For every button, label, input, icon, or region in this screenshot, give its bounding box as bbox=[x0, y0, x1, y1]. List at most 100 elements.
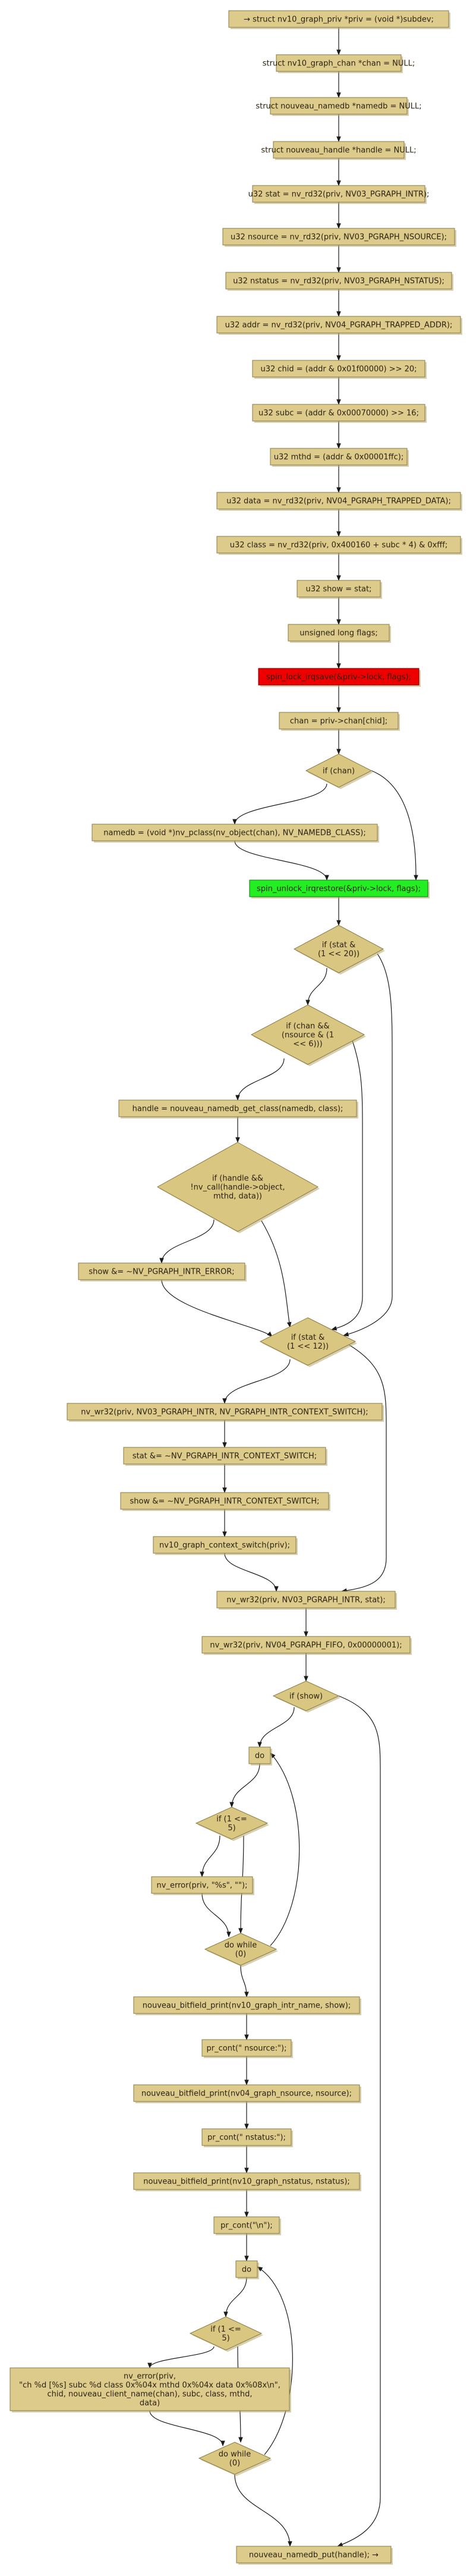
n16-label: spin_lock_irqsave(&priv->lock, flags); bbox=[266, 673, 411, 682]
statement-n18: namedb = (void *)nv_pclass(nv_object(cha… bbox=[92, 824, 379, 843]
n13-box bbox=[216, 536, 461, 554]
n34-label: nouveau_bitfield_print(nv10_graph_nstatu… bbox=[143, 2178, 350, 2187]
statement-n3: struct nouveau_namedb *namedb = NULL; bbox=[256, 97, 422, 116]
n35-box bbox=[213, 2216, 280, 2234]
n5-box bbox=[252, 185, 425, 203]
n15-box bbox=[288, 624, 390, 642]
edge-n25-n26 bbox=[224, 1553, 279, 1592]
edge-d7-n29 bbox=[200, 1835, 220, 1877]
decision-d4: if (handle &&!nv_call(handle->object,mth… bbox=[156, 1142, 320, 1233]
edge-d6-n28 bbox=[257, 1707, 295, 1748]
statement-n15: unsigned long flags; bbox=[288, 624, 391, 643]
edge-d4-n21 bbox=[159, 1219, 215, 1264]
statement-n28: do bbox=[248, 1746, 272, 1765]
n36-label: do bbox=[242, 2266, 251, 2275]
d9-diamond bbox=[189, 2316, 263, 2351]
edge-n28-d7 bbox=[229, 1763, 260, 1808]
statement-n37: nv_error(priv,"ch %d [%s] subc %d class … bbox=[10, 2367, 291, 2412]
d7-diamond bbox=[195, 1807, 269, 1840]
n31-box bbox=[201, 2039, 292, 2057]
n33-box bbox=[201, 2128, 292, 2146]
statement-n34: nouveau_bitfield_print(nv10_graph_nstatu… bbox=[133, 2172, 361, 2191]
d1-label: if (chan) bbox=[323, 767, 355, 776]
n6-box bbox=[222, 228, 455, 246]
n28-label: do bbox=[255, 1752, 264, 1761]
statement-n7: u32 nstatus = nv_rd32(priv, NV03_PGRAPH_… bbox=[225, 272, 453, 291]
d2-label: if (stat &(1 << 20)) bbox=[318, 941, 360, 959]
statement-n13: u32 class = nv_rd32(priv, 0x400160 + sub… bbox=[216, 536, 462, 555]
n18-label: namedb = (void *)nv_pclass(nv_object(cha… bbox=[103, 829, 365, 838]
edge-d3-n20 bbox=[235, 1058, 285, 1101]
statement-n5: u32 stat = nv_rd32(priv, NV03_PGRAPH_INT… bbox=[248, 185, 430, 204]
edge-d10-n38 bbox=[234, 2474, 292, 2547]
n17-box bbox=[279, 712, 399, 730]
n37-label: nv_error(priv,"ch %d [%s] subc %d class … bbox=[19, 2372, 280, 2408]
edge-d8-n28 bbox=[270, 1752, 300, 1946]
n18-box bbox=[92, 824, 378, 841]
n33-label: pr_cont(" nstatus:"); bbox=[207, 2134, 286, 2143]
n27-label: nv_wr32(priv, NV04_PGRAPH_FIFO, 0x000000… bbox=[210, 1641, 402, 1650]
statement-n11: u32 mthd = (addr & 0x00001ffc); bbox=[270, 448, 409, 467]
n10-label: u32 subc = (addr & 0x00070000) >> 16; bbox=[258, 409, 419, 418]
n4-label: struct nouveau_handle *handle = NULL; bbox=[261, 146, 416, 155]
statement-n2: struct nv10_graph_chan *chan = NULL; bbox=[263, 54, 415, 73]
edge-d4-d5 bbox=[261, 1220, 292, 1328]
n27-box bbox=[201, 1636, 411, 1654]
decision-d9: if (1 <=5) bbox=[189, 2316, 263, 2352]
n2-label: struct nv10_graph_chan *chan = NULL; bbox=[263, 59, 415, 68]
n15-label: unsigned long flags; bbox=[299, 629, 378, 638]
decision-d10: do while(0) bbox=[198, 2442, 272, 2476]
statement-n26: nv_wr32(priv, NV03_PGRAPH_INTR, stat); bbox=[216, 1591, 397, 1610]
statement-n32: nouveau_bitfield_print(nv04_graph_nsourc… bbox=[133, 2084, 361, 2103]
edge-n21-d5 bbox=[161, 1279, 273, 1337]
statement-n36: do bbox=[235, 2260, 259, 2279]
n9-box bbox=[252, 360, 425, 378]
n32-box bbox=[133, 2084, 360, 2102]
statement-n20: handle = nouveau_namedb_get_class(namedb… bbox=[118, 1099, 358, 1119]
d9-label: if (1 <=5) bbox=[210, 2325, 241, 2343]
n22-label: nv_wr32(priv, NV03_PGRAPH_INTR, NV_PGRAP… bbox=[81, 1408, 368, 1417]
decision-d1: if (chan) bbox=[305, 753, 373, 789]
n5-label: u32 stat = nv_rd32(priv, NV03_PGRAPH_INT… bbox=[248, 190, 430, 199]
flow-nodes: → struct nv10_graph_priv *priv = (void *… bbox=[10, 10, 462, 2565]
edge-n29-d8 bbox=[201, 1893, 231, 1937]
n7-label: u32 nstatus = nv_rd32(priv, NV03_PGRAPH_… bbox=[233, 277, 444, 286]
n24-label: show &= ~NV_PGRAPH_INTR_CONTEXT_SWITCH; bbox=[130, 1497, 319, 1506]
statement-n14: u32 show = stat; bbox=[297, 580, 382, 599]
n3-box bbox=[270, 97, 408, 115]
n3-label: struct nouveau_namedb *namedb = NULL; bbox=[256, 102, 421, 111]
n1-label: → struct nv10_graph_priv *priv = (void *… bbox=[244, 15, 434, 24]
n30-box bbox=[133, 1996, 360, 2014]
statement-n10: u32 subc = (addr & 0x00070000) >> 16; bbox=[252, 404, 427, 423]
edge-n37-d10 bbox=[149, 2410, 225, 2446]
d3-diamond bbox=[250, 1004, 365, 1065]
d2-diamond bbox=[293, 925, 384, 973]
n25-label: nv10_graph_context_switch(priv); bbox=[159, 1541, 290, 1550]
n34-box bbox=[133, 2172, 360, 2190]
n14-box bbox=[297, 580, 381, 598]
d1-diamond bbox=[305, 753, 373, 788]
n20-box bbox=[118, 1099, 357, 1117]
edge-d2-d3 bbox=[305, 967, 327, 1006]
d10-label: do while(0) bbox=[219, 2450, 251, 2468]
edge-d5-n22 bbox=[222, 1359, 291, 1404]
n6-label: u32 nsource = nv_rd32(priv, NV03_PGRAPH_… bbox=[231, 233, 447, 242]
statement-n16: spin_lock_irqsave(&priv->lock, flags); bbox=[258, 668, 421, 687]
n13-label: u32 class = nv_rd32(priv, 0x400160 + sub… bbox=[230, 541, 447, 550]
statement-n23: stat &= ~NV_PGRAPH_INTR_CONTEXT_SWITCH; bbox=[123, 1447, 327, 1466]
statement-n8: u32 addr = nv_rd32(priv, NV04_PGRAPH_TRA… bbox=[216, 316, 462, 335]
n16-box bbox=[258, 668, 420, 686]
d3-label: if (chan &&(nsource & (1<< 6))) bbox=[282, 1022, 334, 1049]
n12-label: u32 data = nv_rd32(priv, NV04_PGRAPH_TRA… bbox=[226, 497, 451, 506]
edge-d8-n30 bbox=[240, 1965, 249, 1997]
statement-n29: nv_error(priv, "%s", ""); bbox=[151, 1876, 254, 1895]
decision-d3: if (chan &&(nsource & (1<< 6))) bbox=[250, 1004, 366, 1066]
n14-label: u32 show = stat; bbox=[306, 585, 372, 594]
statement-n31: pr_cont(" nsource:"); bbox=[201, 2039, 293, 2058]
statement-n27: nv_wr32(priv, NV04_PGRAPH_FIFO, 0x000000… bbox=[201, 1636, 412, 1655]
n4-box bbox=[273, 141, 405, 159]
edge-n18-n19 bbox=[234, 840, 329, 881]
d8-diamond bbox=[204, 1933, 278, 1966]
d4-diamond bbox=[156, 1142, 319, 1232]
